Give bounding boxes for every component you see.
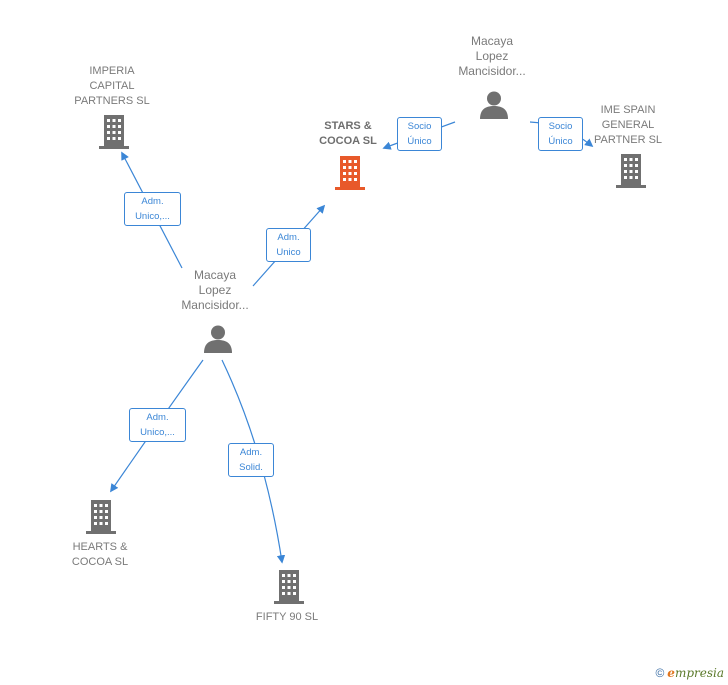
building-icon[interactable] [615, 153, 647, 189]
node-label-line: STARS & [324, 120, 372, 132]
node-label-line: Macaya [470, 34, 514, 48]
node-label-ime[interactable]: IME SPAIN GENERAL PARTNER SL [568, 103, 688, 148]
edge-label-line: Adm. [239, 447, 263, 458]
node-label-imperia[interactable]: IMPERIA CAPITAL PARTNERS SL [52, 64, 172, 109]
building-icon[interactable] [98, 114, 130, 150]
node-label-hearts[interactable]: HEARTS & COCOA SL [40, 540, 160, 570]
node-label-line: Mancisidor... [181, 298, 249, 312]
node-label-line: Lopez [198, 283, 232, 297]
node-label-macaya-top[interactable]: Macaya Lopez Mancisidor... [432, 34, 552, 79]
node-label-line: Lopez [475, 49, 509, 63]
edge-label-top-to-ime[interactable]: Socio Único [538, 117, 583, 151]
node-label-line: FIFTY 90 SL [255, 611, 319, 623]
node-label-line: HEARTS & [72, 541, 128, 553]
building-icon-focus[interactable] [334, 155, 366, 191]
node-label-fifty[interactable]: FIFTY 90 SL [227, 610, 347, 625]
node-label-line: IMPERIA [89, 65, 135, 77]
copyright-symbol: © [655, 666, 665, 680]
node-label-line: GENERAL [601, 119, 655, 131]
edge-label-line: Adm. [141, 196, 164, 207]
edge-label-center-to-hearts[interactable]: Adm. Unico,... [129, 408, 186, 442]
edge-label-center-to-imperia[interactable]: Adm. Unico,... [124, 192, 181, 226]
edge-label-center-to-stars[interactable]: Adm. Unico [266, 228, 311, 262]
edge-label-line: Unico,... [140, 427, 175, 438]
node-label-line: CAPITAL [89, 80, 135, 92]
node-label-line: PARTNERS SL [74, 95, 150, 107]
edge-label-line: Socio [548, 121, 573, 132]
brand-name: mpresia [674, 666, 724, 680]
node-label-line: Mancisidor... [458, 64, 526, 78]
edge-label-line: Solid. [239, 462, 263, 473]
person-icon[interactable] [479, 90, 509, 120]
node-label-stars[interactable]: STARS & COCOA SL [288, 119, 408, 149]
edge-label-line: Unico,... [135, 211, 170, 222]
edge-label-center-to-fifty[interactable]: Adm. Solid. [228, 443, 274, 477]
edge-label-top-to-stars[interactable]: Socio Único [397, 117, 442, 151]
brand-initial: e [667, 666, 675, 680]
node-label-line: COCOA SL [319, 135, 377, 147]
edge-label-line: Adm. [146, 412, 169, 423]
node-label-line: PARTNER SL [593, 134, 663, 146]
edge-label-line: Único [548, 136, 573, 147]
edge-label-line: Unico [276, 247, 301, 258]
node-label-line: COCOA SL [71, 556, 129, 568]
edge-label-line: Socio [407, 121, 432, 132]
node-label-line: Macaya [193, 268, 237, 282]
person-icon[interactable] [203, 324, 233, 354]
node-label-line: IME SPAIN [600, 104, 656, 116]
edge-label-line: Único [407, 136, 432, 147]
building-icon[interactable] [85, 499, 117, 535]
edge-label-line: Adm. [277, 232, 300, 243]
brand-watermark: ©empresia [655, 666, 724, 680]
building-icon[interactable] [273, 569, 305, 605]
node-label-macaya-center[interactable]: Macaya Lopez Mancisidor... [155, 268, 275, 313]
